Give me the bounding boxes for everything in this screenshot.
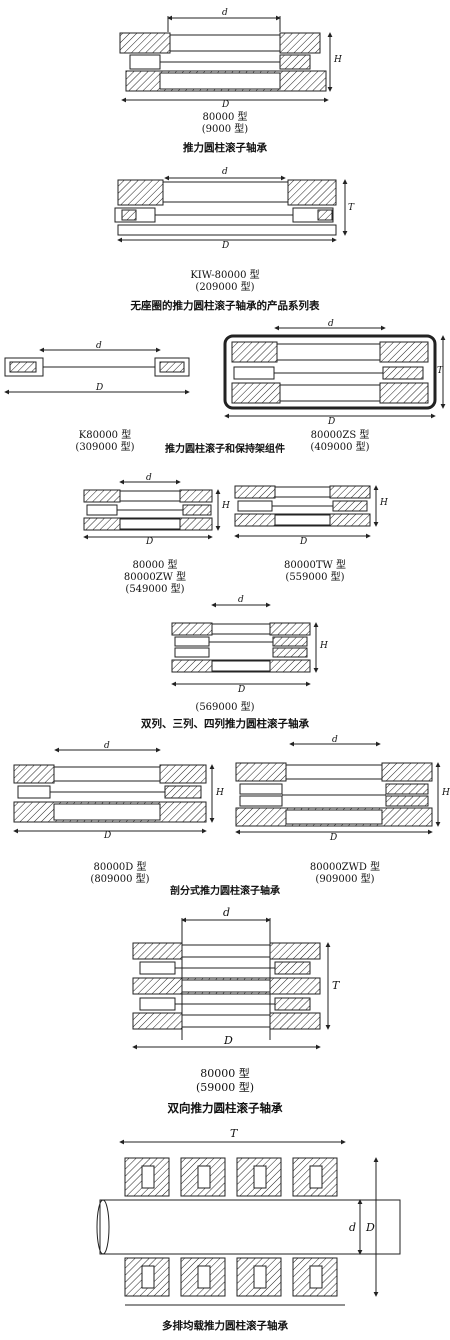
figure-5-alt-model: (569000 型) <box>195 702 255 713</box>
figure-5-title: 双列、三列、四列推力圆柱滚子轴承 <box>141 718 309 730</box>
dim-d-label: d <box>222 167 228 177</box>
figure-3-left-alt: (309000 型) <box>75 442 135 453</box>
dim-H-label: H <box>442 788 450 798</box>
figure-2-alt-model: (209000 型) <box>195 282 255 293</box>
figure-7-model: 80000 型 <box>200 1067 250 1080</box>
figure-2-title: 无座圈的推力圆柱滚子轴承的产品系列表 <box>130 300 320 312</box>
figure-6-right-drawing <box>235 741 441 835</box>
dim-D-label: D <box>104 831 112 841</box>
figure-8-drawing <box>96 1139 401 1306</box>
dim-D-label: D <box>146 537 154 547</box>
dim-T-label: T <box>230 1127 238 1140</box>
figure-4-left-drawing <box>83 479 221 540</box>
dim-D-label: D <box>222 100 230 110</box>
dim-T-label: T <box>348 203 355 213</box>
dim-d-label: d <box>96 341 102 351</box>
figure-1-title: 推力圆柱滚子轴承 <box>183 142 267 154</box>
figure-4-right-alt: (559000 型) <box>285 572 345 583</box>
dim-d-label: d <box>238 595 244 605</box>
figure-4-left-alt: (549000 型) <box>125 584 185 595</box>
figure-2-drawing <box>114 175 348 243</box>
figure-6-left-drawing <box>13 747 215 834</box>
figure-7-alt-model: (59000 型) <box>195 1081 255 1094</box>
figure-7-title: 双向推力圆柱滚子轴承 <box>167 1101 283 1115</box>
dim-d-label: d <box>328 319 334 329</box>
dim-d-label: d <box>223 906 231 919</box>
dim-D-label: D <box>300 537 308 547</box>
dim-H-label: H <box>380 498 388 508</box>
figure-6-right-model: 80000ZWD 型 <box>309 862 381 873</box>
figure-7-drawing <box>132 917 331 1050</box>
dim-H-label: H <box>334 55 342 65</box>
figure-3-right-model: 80000ZS 型 <box>310 430 370 441</box>
figure-4-left-model2: 80000ZW 型 <box>123 572 187 583</box>
dim-d-label: d <box>222 8 228 18</box>
figure-6-left-model: 80000D 型 <box>93 862 147 873</box>
figure-8-title: 多排均载推力圆柱滚子轴承 <box>162 1320 288 1332</box>
figure-3-center-title: 推力圆柱滚子和保持架组件 <box>165 444 285 455</box>
dim-D-label: D <box>222 241 230 251</box>
figure-6-left-alt: (809000 型) <box>90 874 150 885</box>
figure-3-left-drawing <box>4 347 190 395</box>
figure-4-left-model: 80000 型 <box>132 560 178 571</box>
figure-1-alt-model: (9000 型) <box>201 124 249 135</box>
dim-d-label: d <box>349 1221 357 1234</box>
figure-1-drawing <box>119 15 333 103</box>
figure-6-center-title: 剖分式推力圆柱滚子轴承 <box>170 886 280 897</box>
figure-6-right-alt: (909000 型) <box>315 874 375 885</box>
dim-T-label: T <box>332 979 340 992</box>
figure-3-right-drawing <box>223 325 446 419</box>
dim-D-label: D <box>366 1221 375 1234</box>
figure-1-model: 80000 型 <box>202 112 248 123</box>
dim-D-label: D <box>238 685 246 695</box>
dim-H-label: H <box>222 501 230 511</box>
figure-4-right-drawing <box>234 485 379 539</box>
dim-T-label: T <box>437 366 444 376</box>
figure-2-model: KIW-80000 型 <box>190 270 260 281</box>
dim-D-label: D <box>224 1034 233 1047</box>
dim-d-label: d <box>146 473 152 483</box>
dim-D-label: D <box>330 833 338 843</box>
dim-D-label: D <box>96 383 104 393</box>
figure-5-drawing <box>171 602 319 687</box>
dim-d-label: d <box>104 741 110 751</box>
dim-H-label: H <box>320 641 328 651</box>
figure-4-right-model: 80000TW 型 <box>284 560 346 571</box>
dim-D-label: D <box>328 417 336 427</box>
dim-d-label: d <box>332 735 338 745</box>
figure-3-right-alt: (409000 型) <box>310 442 370 453</box>
figure-3-left-model: K80000 型 <box>78 430 132 441</box>
dim-H-label: H <box>216 788 224 798</box>
